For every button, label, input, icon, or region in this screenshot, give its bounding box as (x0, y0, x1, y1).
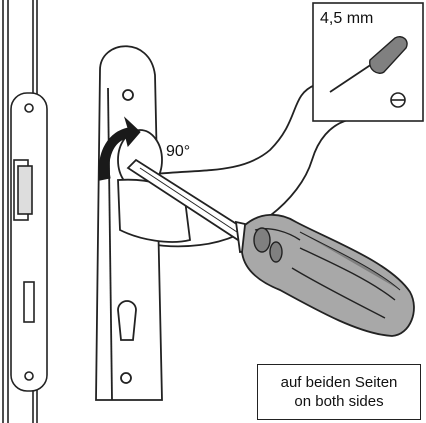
rotation-angle-label: 90° (166, 143, 191, 160)
tool-size-label: 4,5 mm (320, 10, 374, 27)
note-line-german: auf beiden Seiten (280, 374, 398, 391)
lock-faceplate (10, 92, 48, 392)
rotation-arrow-icon (98, 116, 141, 181)
screwdriver-icon (126, 158, 415, 337)
note-line-english: on both sides (294, 393, 384, 410)
tool-inset-box (312, 2, 424, 122)
slotted-screw-head-icon (390, 92, 406, 108)
note-box: auf beiden Seiten on both sides (257, 364, 421, 420)
small-screwdriver-icon (329, 36, 408, 93)
